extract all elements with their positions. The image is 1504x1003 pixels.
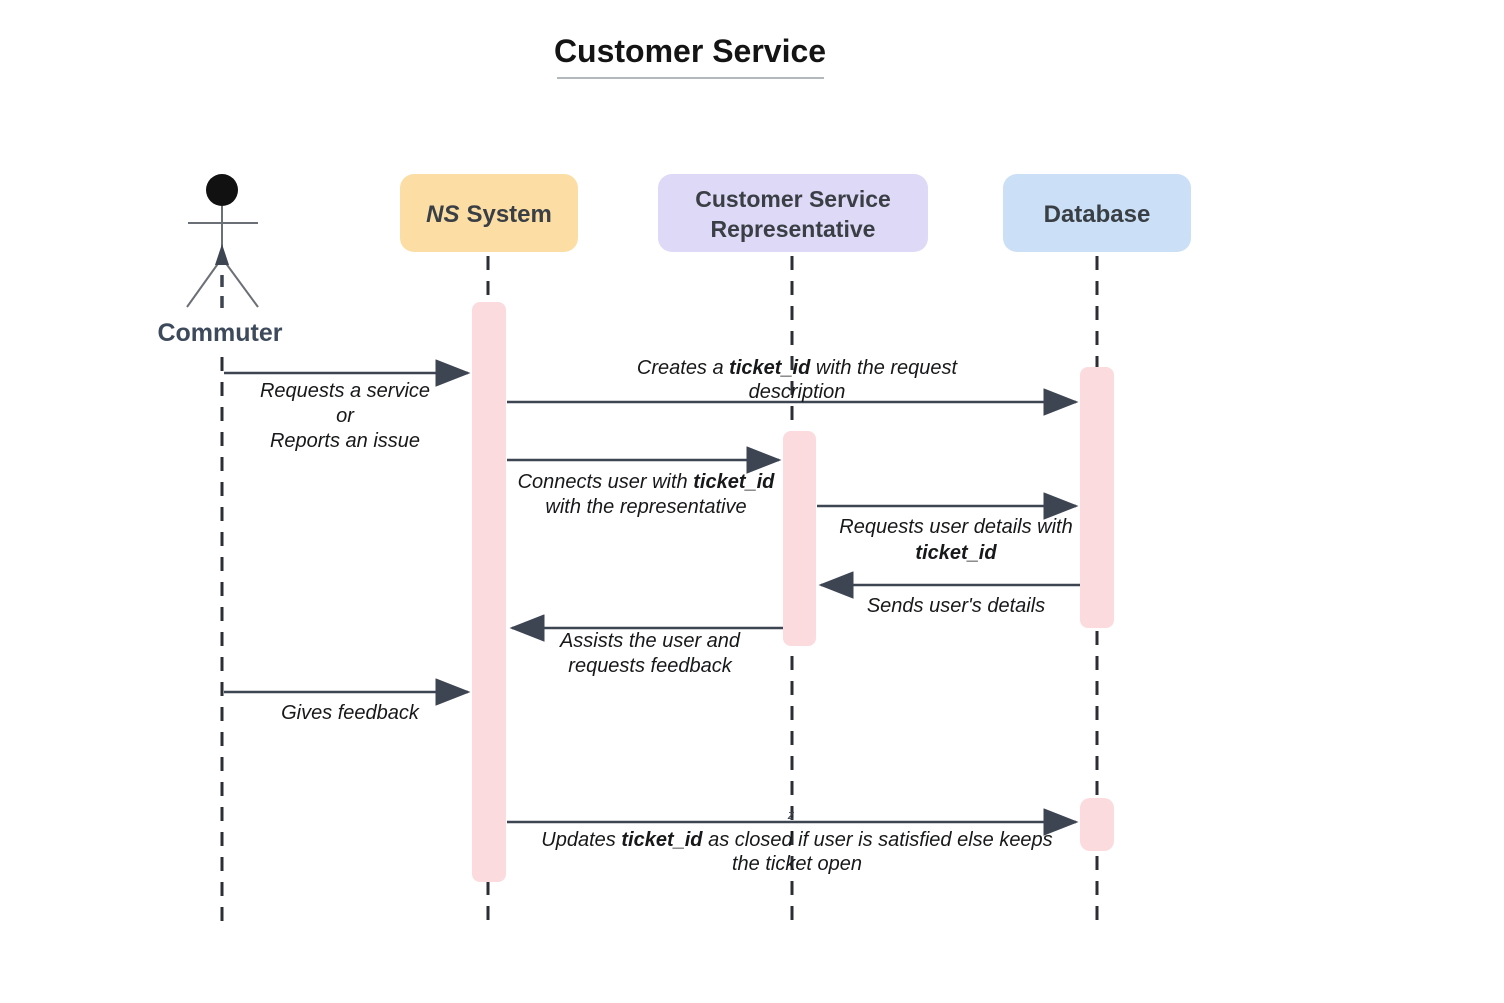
actor-label: Commuter bbox=[157, 319, 282, 347]
message-8-line1a: Updates bbox=[541, 829, 621, 851]
message-label-5: Sends user's details bbox=[867, 595, 1045, 617]
message-label-8: Updates ticket_id as closed if user is s… bbox=[541, 829, 1052, 875]
message-4-line1: Requests user details with bbox=[839, 516, 1072, 538]
message-2-line1b: ticket_id bbox=[729, 357, 811, 379]
activation-database-2 bbox=[1080, 798, 1114, 851]
ns-label-rest: System bbox=[466, 201, 551, 228]
message-3-line1b: ticket_id bbox=[693, 471, 775, 493]
message-label-7: Gives feedback bbox=[281, 702, 420, 724]
participant-database bbox=[1003, 174, 1191, 252]
participant-ns-system-label: NS System bbox=[426, 201, 552, 228]
actor-right-leg-icon bbox=[221, 257, 259, 308]
message-2-line2: description bbox=[749, 381, 846, 403]
ns-label-italic: NS bbox=[426, 201, 459, 228]
message-1-line1: Requests a service bbox=[260, 380, 430, 402]
line-hop-z: z bbox=[787, 807, 795, 822]
participant-csr-label-line1: Customer Service bbox=[695, 186, 891, 212]
message-8-line1c: as closed if user is satisfied else keep… bbox=[703, 829, 1053, 851]
activation-database-1 bbox=[1080, 367, 1114, 628]
message-label-6: Assists the user and requests feedback bbox=[559, 630, 741, 677]
message-3-line2: with the representative bbox=[545, 496, 746, 518]
message-8-line2: the ticket open bbox=[732, 853, 862, 875]
activation-ns-system bbox=[472, 302, 506, 882]
message-6-line2: requests feedback bbox=[568, 655, 732, 677]
actor-commuter-icon bbox=[186, 174, 259, 308]
message-2-line1c: with the request bbox=[810, 357, 958, 379]
message-3-line1a: Connects user with bbox=[518, 471, 694, 493]
activation-csr bbox=[783, 431, 816, 646]
participant-csr bbox=[658, 174, 928, 252]
message-6-line1: Assists the user and bbox=[559, 630, 741, 652]
message-1-line2: or bbox=[336, 405, 355, 427]
message-label-4: Requests user details with ticket_id bbox=[839, 516, 1072, 564]
participant-csr-label-line2: Representative bbox=[711, 216, 876, 242]
message-4-line2: ticket_id bbox=[915, 542, 997, 564]
diagram-title: Customer Service bbox=[554, 33, 826, 69]
message-8-line1b: ticket_id bbox=[621, 829, 703, 851]
actor-head-icon bbox=[206, 174, 238, 206]
message-2-line1a: Creates a bbox=[637, 357, 729, 379]
actor-left-leg-icon bbox=[186, 257, 223, 308]
participant-database-label: Database bbox=[1044, 201, 1151, 228]
participant-ns-system bbox=[400, 174, 578, 252]
message-1-line3: Reports an issue bbox=[270, 430, 420, 452]
up-arrowhead-icon bbox=[215, 244, 229, 265]
